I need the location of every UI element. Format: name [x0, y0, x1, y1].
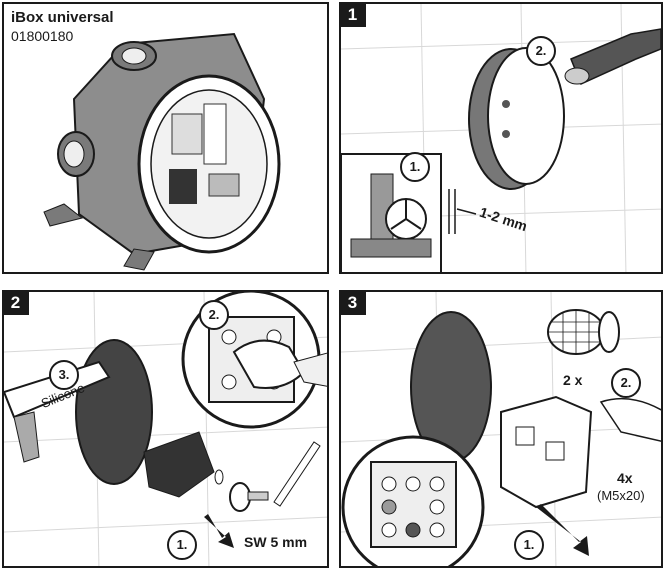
substep-badge-3: 3.	[49, 360, 79, 390]
step-2-illustration	[4, 292, 327, 566]
substep-badge-2: 2.	[199, 300, 229, 330]
step-3-panel: 3 2. 1. 2 x 4x (M5x20)	[339, 290, 663, 568]
step-number-3: 3	[341, 292, 366, 315]
wrench-size-label: SW 5 mm	[244, 534, 308, 550]
product-code: 01800180	[11, 28, 74, 44]
step-1-illustration	[341, 4, 661, 272]
step-number-2: 2	[4, 292, 29, 315]
step-number-1: 1	[341, 4, 366, 27]
substep-badge-1: 1.	[167, 530, 197, 560]
quantity-label-4x: 4x	[617, 470, 633, 486]
overview-panel: iBox universal 01800180	[2, 2, 329, 274]
product-title: iBox universal	[11, 9, 114, 26]
step-3-illustration	[341, 292, 661, 566]
substep-badge-2: 2.	[526, 36, 556, 66]
substep-badge-1: 1.	[514, 530, 544, 560]
ibox-illustration	[43, 32, 281, 271]
substep-badge-1: 1.	[400, 152, 430, 182]
substep-badge-2: 2.	[611, 368, 641, 398]
step-2-panel: 2 3. 2. 1. Silicone SW 5 mm	[2, 290, 329, 568]
quantity-label-2x: 2 x	[563, 372, 583, 388]
step-1-panel: 1 2. 1. 1-2 mm	[339, 2, 663, 274]
screw-spec-label: (M5x20)	[597, 488, 645, 503]
